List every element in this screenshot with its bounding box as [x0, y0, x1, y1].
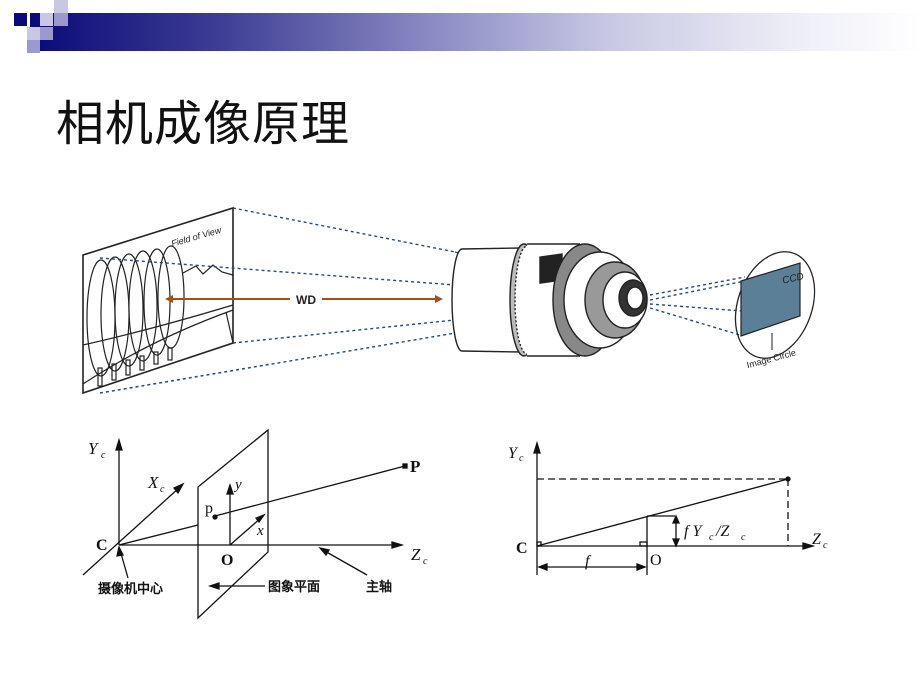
ccd-sensor: CCD Image Circle [734, 251, 816, 370]
axis-label-x: x [256, 523, 264, 539]
axis-label-zc: Z [812, 531, 822, 548]
subscript: c [160, 484, 165, 495]
projection-formula: f Y [684, 523, 703, 540]
header-square [27, 27, 40, 40]
point-p-label: p [205, 500, 213, 517]
header-square [27, 40, 40, 53]
similar-triangles-2d [533, 440, 816, 575]
subscript: c [741, 532, 746, 543]
subscript: c [709, 532, 714, 543]
subscript: c [101, 450, 106, 461]
subscript: c [823, 540, 828, 551]
ccd-label: CCD [781, 271, 804, 286]
top-figure: Field of View [82, 206, 816, 395]
axis-label-y: y [233, 477, 242, 493]
working-distance-arrow: WD [165, 293, 443, 307]
header-square [40, 13, 53, 26]
image-circle-label: Image Circle [746, 347, 797, 370]
wd-label: WD [296, 293, 316, 307]
header-square [54, 13, 68, 26]
point-O-label: O [221, 552, 233, 569]
label-image-plane: 图象平面 [268, 579, 320, 595]
label-principal-axis: 主轴 [366, 579, 392, 595]
axis-label-zc: Z [411, 545, 421, 564]
point-O-label: O [650, 552, 662, 569]
header-square [14, 13, 27, 26]
label-camera-center: 摄像机中心 [98, 581, 163, 597]
header-gradient-bar [30, 13, 920, 51]
axis-label-xc: X [147, 473, 159, 492]
projection-formula-denominator: /Z [715, 523, 730, 540]
point-C-label: C [516, 540, 528, 557]
subscript: c [519, 453, 524, 464]
axis-label-yc: Y [508, 445, 519, 462]
trees-illustration [82, 245, 234, 387]
point-P-label: P [410, 457, 420, 476]
axis-label-yc: Y [88, 439, 99, 458]
header-square [40, 27, 53, 40]
slide-title: 相机成像原理 [56, 96, 351, 152]
similar-triangles-2d-labels: Y c Z c C O f f Y c /Z c [508, 445, 828, 570]
point-C-label: C [96, 537, 108, 554]
pinhole-model-3d [82, 428, 408, 620]
subscript: c [423, 556, 428, 567]
camera-lens [451, 243, 648, 357]
pinhole-model-3d-labels: Y c X c Z c P p C O y x 摄像机中心 图象平面 主轴 [88, 439, 428, 597]
header-square [54, 0, 68, 13]
focal-length-label: f [585, 553, 592, 570]
